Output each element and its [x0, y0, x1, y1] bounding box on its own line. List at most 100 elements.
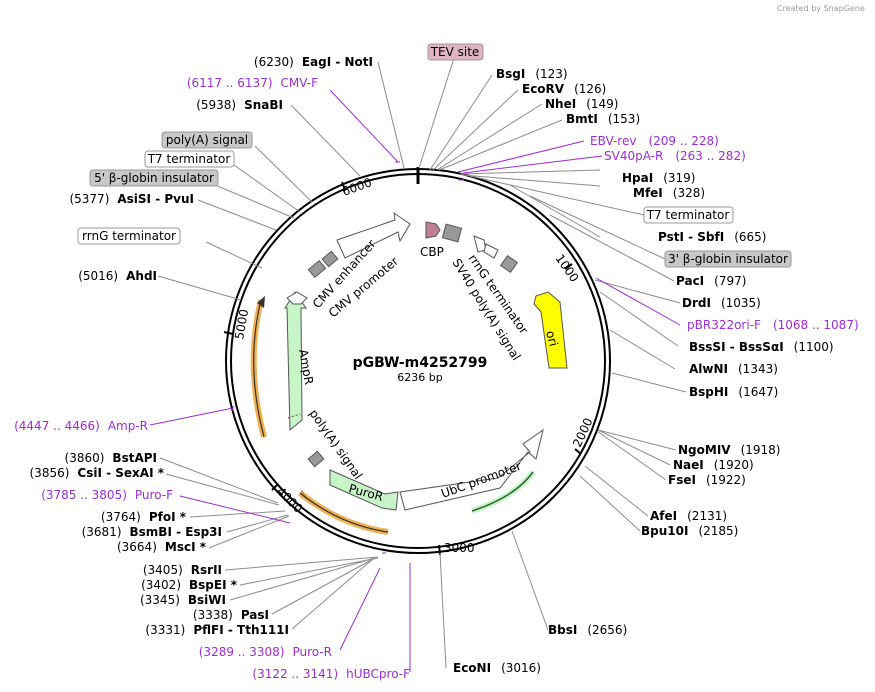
polya-inner-label: poly(A) signal — [307, 407, 366, 482]
enzyme-pos: (328) — [673, 186, 705, 200]
primer-range: (3289 .. 3308) — [199, 645, 285, 659]
enzyme-name: DrdI — [682, 296, 711, 310]
primer-name: pBR322ori-F — [687, 318, 761, 332]
enzyme-name: BssSI - BssSαI — [689, 340, 784, 354]
ori-arrow — [533, 291, 568, 369]
enzyme-name: BsgI — [496, 67, 525, 81]
tick-1000: 1000 — [553, 252, 582, 285]
enzymes-left: (6230)EagI - NotI (5938)SnaBI (5377)AsiS… — [30, 55, 374, 637]
enzyme-name: AhdI — [126, 269, 157, 283]
enzyme-name: BsmBI - Esp3I — [130, 525, 222, 539]
t7-left-box: T7 terminator — [144, 150, 235, 168]
primer-name: CMV-F — [281, 76, 319, 90]
primer-range: (3122 .. 3141) — [252, 667, 338, 681]
enzyme-pos: (3338) — [193, 608, 233, 622]
enzyme-pos: (3016) — [501, 661, 541, 675]
tev-inner-box — [441, 223, 463, 243]
enzyme-name: NgoMIV — [678, 443, 731, 457]
enzyme-name: PstI - SbfI — [658, 230, 724, 244]
svg-text:(3331)PflFI - Tth111I: (3331)PflFI - Tth111I — [145, 623, 289, 637]
bglobin-inner-box-right — [499, 254, 519, 274]
enzyme-pos: (149) — [586, 97, 618, 111]
primer-labels: (6117 .. 6137)CMV-F EBV-rev(209 .. 228) … — [14, 76, 859, 681]
enzyme-name: MscI * — [165, 540, 207, 554]
enzyme-pos: (3856) — [30, 466, 70, 480]
primer-range: (3785 .. 3805) — [41, 488, 127, 502]
svg-text:MfeI(328): MfeI (328) — [633, 186, 705, 200]
primer-name: Puro-F — [135, 488, 173, 502]
enzyme-pos: (665) — [734, 230, 766, 244]
svg-text:FseI(1922): FseI (1922) — [668, 473, 746, 487]
leader-lines — [157, 57, 687, 669]
svg-text:(5016)AhdI: (5016)AhdI — [78, 269, 157, 283]
ubc-promoter-arrow — [399, 428, 544, 511]
enzyme-name: BbsI — [548, 623, 577, 637]
enzyme-pos: (1922) — [706, 473, 746, 487]
enzyme-pos: (2656) — [587, 623, 627, 637]
enzyme-pos: (5938) — [196, 98, 236, 112]
enzyme-name: AfeI — [650, 509, 677, 523]
enzyme-pos: (3764) — [101, 510, 141, 524]
primer-range: (6117 .. 6137) — [187, 76, 273, 90]
bglobin-left-label: 5' β-globin insulator — [94, 171, 214, 185]
svg-text:(3785 .. 3805)Puro-F: (3785 .. 3805) Puro-F — [41, 488, 173, 502]
rrng-left-box: rrnG terminator — [77, 227, 181, 245]
svg-text:(6117 .. 6137)CMV-F: (6117 .. 6137) CMV-F — [187, 76, 318, 90]
t7-inner-box — [307, 259, 327, 279]
primer-range: (4447 .. 4466) — [14, 419, 100, 433]
polya-signal-label: poly(A) signal — [166, 133, 248, 147]
bglobin-left-box: 5' β-globin insulator — [89, 169, 219, 187]
cbp-arrow — [425, 221, 441, 239]
svg-text:(3289 .. 3308)Puro-R: (3289 .. 3308)Puro-R — [199, 645, 332, 659]
svg-text:(6230)EagI - NotI: (6230)EagI - NotI — [254, 55, 373, 69]
enzyme-pos: (1343) — [738, 362, 778, 376]
enzyme-name: AsiSI - PvuI — [117, 192, 194, 206]
enzyme-name: FseI — [668, 473, 696, 487]
enzyme-pos: (3405) — [143, 563, 183, 577]
enzyme-name: AlwNI — [689, 362, 728, 376]
svg-text:BsgI(123): BsgI (123) — [496, 67, 568, 81]
enzyme-name: PfoI * — [149, 510, 187, 524]
enzyme-pos: (797) — [714, 274, 746, 288]
polya-signal-box: poly(A) signal — [161, 131, 253, 149]
enzyme-pos: (3331) — [145, 623, 185, 637]
tick-5000: 5000 — [232, 308, 251, 341]
ori-label: ori — [543, 329, 561, 348]
svg-text:PacI(797): PacI (797) — [676, 274, 746, 288]
cbp-label: CBP — [420, 245, 444, 259]
rrng-arrow — [483, 243, 499, 259]
primer-name: Amp-R — [108, 419, 148, 433]
svg-text:AfeI(2131): AfeI(2131) — [650, 509, 727, 523]
svg-text:DrdI(1035): DrdI(1035) — [682, 296, 761, 310]
enzyme-name: PacI — [676, 274, 704, 288]
plasmid-name: pGBW-m4252799 — [353, 355, 488, 371]
svg-text:BspHI(1647): BspHI(1647) — [689, 385, 778, 399]
enzyme-name: RsrII — [191, 563, 222, 577]
svg-text:(3764)PfoI *: (3764) PfoI * — [101, 510, 187, 524]
svg-text:NaeI(1920): NaeI(1920) — [673, 458, 754, 472]
ubc-highlight-edge — [471, 471, 534, 512]
svg-text:(4447 .. 4466)Amp-R: (4447 .. 4466) Amp-R — [14, 419, 148, 433]
plasmid-size: 6236 bp — [397, 371, 442, 384]
svg-text:Bpu10I(2185): Bpu10I(2185) — [641, 524, 738, 538]
enzyme-name: BsiWI — [188, 593, 226, 607]
svg-text:SV40pA-R(263 .. 282): SV40pA-R(263 .. 282) — [604, 149, 746, 163]
enzyme-name: BstAPI — [112, 451, 157, 465]
enzyme-pos: (1918) — [741, 443, 781, 457]
t7-left-label: T7 terminator — [147, 152, 231, 166]
enzyme-pos: (153) — [608, 112, 640, 126]
primer-range: (209 .. 228) — [648, 134, 718, 148]
enzyme-name: EcoRV — [522, 82, 565, 96]
svg-text:(3338)PasI: (3338)PasI — [193, 608, 269, 622]
t7-right-box: T7 terminator — [643, 206, 734, 224]
enzyme-name: BspHI — [689, 385, 728, 399]
svg-text:BbsI(2656): BbsI (2656) — [548, 623, 627, 637]
enzyme-pos: (1100) — [794, 340, 834, 354]
svg-text:BmtI(153): BmtI(153) — [566, 112, 640, 126]
enzyme-name: NaeI — [673, 458, 704, 472]
enzyme-name: MfeI — [633, 186, 663, 200]
enzyme-pos: (3345) — [140, 593, 180, 607]
enzyme-pos: (123) — [535, 67, 567, 81]
enzyme-pos: (3681) — [82, 525, 122, 539]
primer-range: (263 .. 282) — [675, 149, 745, 163]
